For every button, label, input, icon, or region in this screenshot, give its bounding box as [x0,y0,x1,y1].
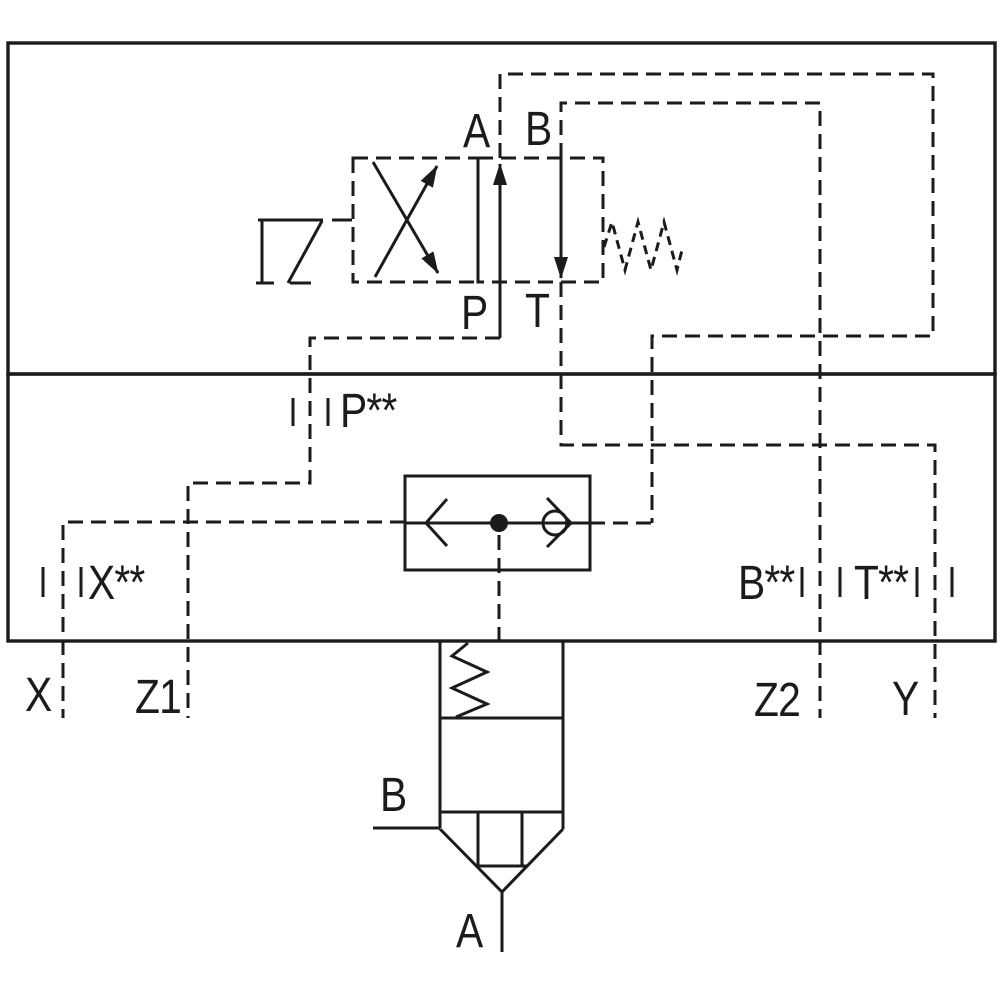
cartridge-port-label-b: B [380,769,406,822]
line-b-to-z2 [559,101,822,718]
check-seat-left-icon [423,498,449,548]
logic-cartridge-valve [373,641,565,952]
external-port-label-z1: Z1 [135,671,181,724]
crossed-flow-arrow-up [373,165,439,278]
cover-port-label-b: B** [738,557,795,610]
pilot-port-label-p: P [461,287,487,340]
return-spring-icon [602,216,685,276]
pilot-lines [61,72,937,718]
external-port-label-x: X [25,669,52,722]
valve-position-parallel-box [476,156,605,284]
poppet-seat-right [500,827,565,894]
check-ball-open-icon [541,509,569,537]
cover-port-label-t: T** [854,557,909,610]
line-x-to-checkvalve [61,520,405,718]
poppet-seat-left [438,827,504,894]
shuttle-check-valve [403,474,592,572]
manifold-lower-section [6,372,997,643]
cartridge-spring-icon [448,641,491,719]
check-ball-filled-icon [490,514,508,532]
pilot-directional-valve [351,156,605,338]
pilot-port-label-t: T [525,285,550,338]
port-ticks [41,398,954,597]
cartridge-port-label-a: A [456,905,483,958]
cover-port-label-p: P** [340,385,397,438]
check-seat-right-icon [545,496,574,549]
external-port-label-z2: Z2 [754,674,800,727]
pilot-port-label-a: A [463,105,490,158]
line-p-to-z1 [186,336,500,718]
line-a-to-checkvalve [498,72,935,523]
external-port-label-y: Y [892,673,919,726]
pilot-port-label-b: B [525,103,551,156]
crossed-flow-arrow-down [371,161,440,274]
proportional-solenoid-icon [256,218,352,285]
cover-port-label-x: X** [88,557,145,610]
line-t-to-y [559,282,937,718]
valve-position-crossed-box [351,156,480,284]
labels: A B P T P** X** B** T** X Z1 Z2 Y B A [25,103,919,958]
